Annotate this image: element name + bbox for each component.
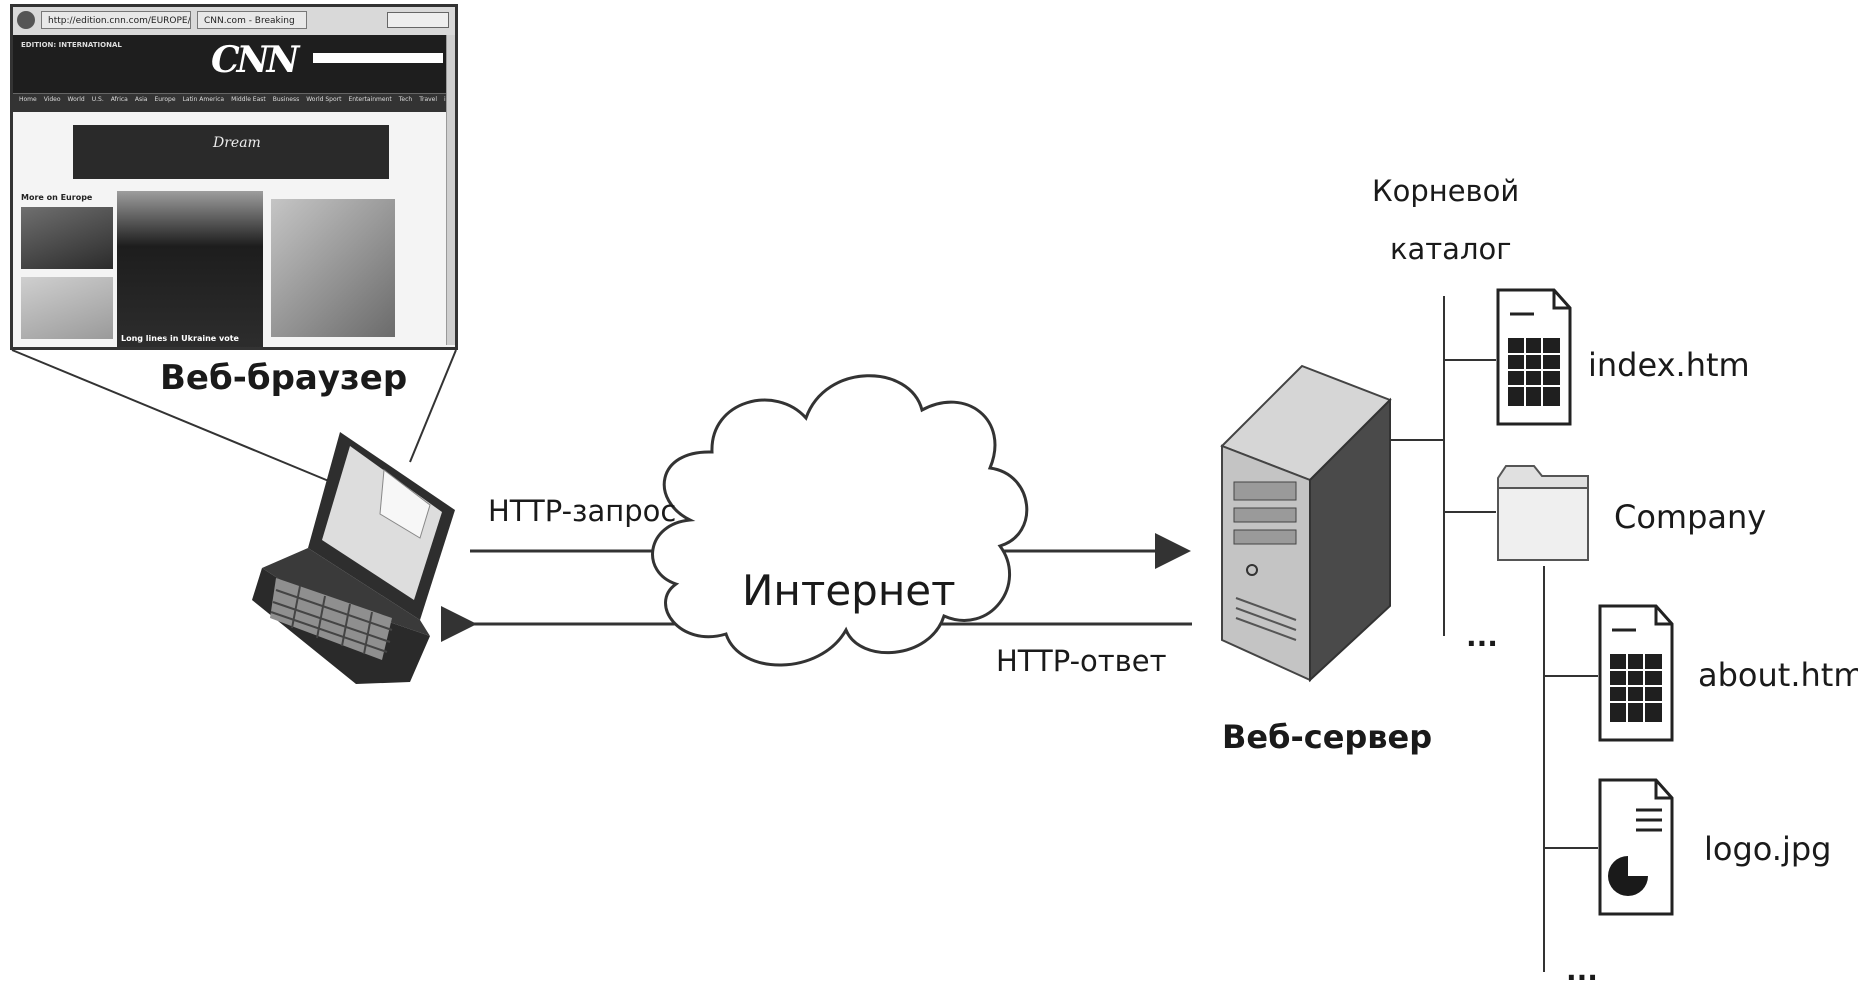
cnn-nav-item: World: [67, 96, 85, 103]
directory-tree: [1390, 296, 1598, 972]
browser-tab: CNN.com - Breaking News, ...: [197, 11, 307, 29]
root-directory-label: Корневой: [1372, 174, 1520, 208]
cnn-nav-bar: [13, 93, 455, 112]
cnn-logo: CNN: [211, 39, 299, 81]
cnn-nav-item: Latin America: [182, 96, 225, 103]
html-file-icon: [1598, 604, 1674, 742]
browser-back-icon: [17, 11, 35, 29]
browser-caption: Веб-браузер: [160, 358, 408, 398]
cnn-nav-item: Entertainment: [348, 96, 392, 103]
internet-cloud-icon: [651, 374, 1029, 667]
browser-window: http://edition.cnn.com/EUROPE/ CNN.com -…: [10, 4, 458, 350]
cnn-nav-item: U.S.: [91, 96, 104, 103]
headline-photo: Long lines in Ukraine vote: [117, 191, 263, 347]
cnn-nav-item: Home: [19, 96, 37, 103]
laptop-icon: [252, 432, 455, 684]
ellipsis-company: ...: [1566, 954, 1598, 987]
section-title: More on Europe: [21, 193, 93, 202]
cnn-nav-item: Middle East: [231, 96, 266, 103]
server-caption: Веб-сервер: [1222, 718, 1433, 756]
zoom-line-left: [11, 349, 337, 485]
folder-icon: [1497, 465, 1589, 561]
edition-label: EDITION: INTERNATIONAL: [21, 41, 122, 49]
ad-banner: Dream: [73, 125, 389, 179]
browser-titlebar: http://edition.cnn.com/EUROPE/ CNN.com -…: [13, 7, 455, 36]
internet-label: Интернет: [742, 566, 956, 615]
cnn-search-box: [313, 53, 443, 63]
thumbnail-image: [21, 207, 113, 269]
image-file-icon: [1598, 778, 1674, 916]
file-name-index: index.htm: [1588, 346, 1750, 384]
side-photo: [271, 199, 395, 337]
root-directory-label-line2: каталог: [1390, 232, 1512, 266]
http-response-label: HTTP-ответ: [996, 644, 1167, 678]
folder-name-company: Company: [1614, 498, 1767, 536]
thumbnail-image: [21, 277, 113, 339]
file-name-logo: logo.jpg: [1704, 830, 1832, 868]
window-controls-icon: [387, 12, 449, 28]
headline-caption: Long lines in Ukraine vote: [121, 334, 239, 343]
cnn-nav-item: Asia: [134, 96, 148, 103]
browser-scrollbar: [446, 35, 455, 345]
cnn-header: EDITION: INTERNATIONAL CNN Home Video Worl…: [13, 35, 455, 112]
cnn-nav-item: Tech: [398, 96, 413, 103]
cnn-nav-item: Europe: [154, 96, 176, 103]
html-file-icon: [1496, 288, 1572, 426]
file-name-about: about.htm: [1698, 656, 1858, 694]
cnn-nav-item: Africa: [110, 96, 128, 103]
zoom-line-right: [409, 349, 457, 463]
cnn-nav-item: World Sport: [306, 96, 342, 103]
ellipsis-root: ...: [1466, 620, 1498, 653]
cnn-nav-item: Travel: [419, 96, 438, 103]
ad-banner-text: Dream: [213, 135, 261, 151]
http-request-label: HTTP-запрос: [488, 494, 677, 528]
cnn-nav-item: Business: [272, 96, 300, 103]
cnn-nav-item: Video: [43, 96, 61, 103]
address-bar: http://edition.cnn.com/EUROPE/: [41, 11, 191, 29]
server-icon: [1220, 364, 1392, 683]
